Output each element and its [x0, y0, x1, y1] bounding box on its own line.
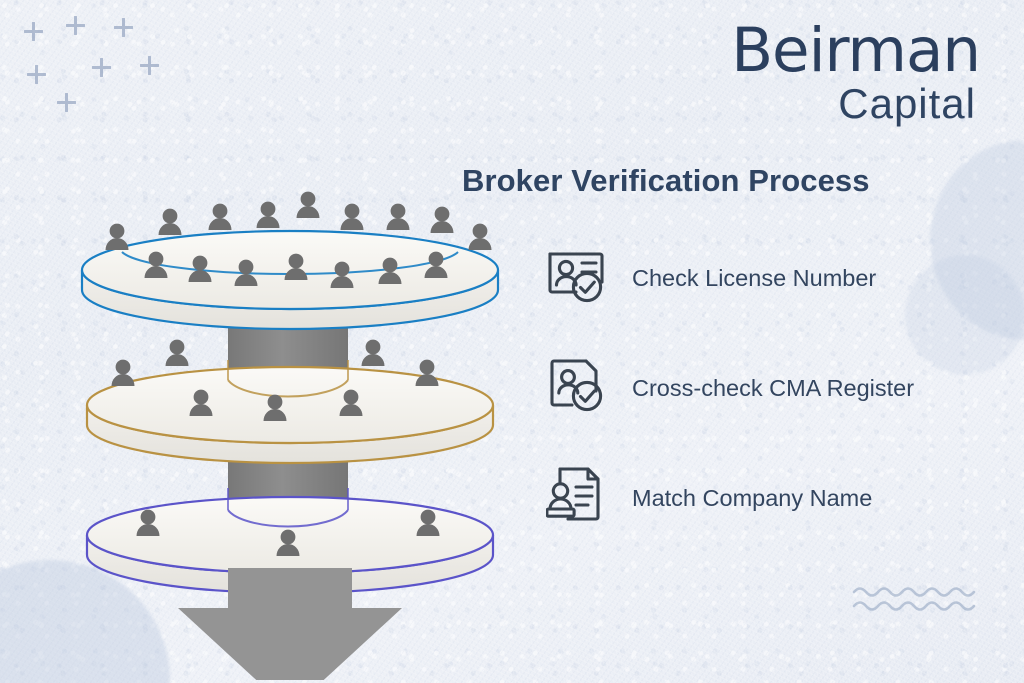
brand-subname: Capital — [838, 79, 976, 127]
step-item: Check License Number — [546, 240, 914, 316]
decorative-waves — [852, 587, 976, 611]
document-person-check-icon — [546, 357, 618, 420]
funnel-stage-license-verified — [85, 339, 495, 465]
step-item: Match Company Name — [545, 460, 914, 536]
document-person-icon — [545, 466, 618, 530]
id-card-check-icon — [546, 247, 618, 310]
step-label: Match Company Name — [632, 484, 873, 511]
funnel-diagram — [60, 180, 520, 683]
funnel-stage-all-brokers — [80, 191, 500, 331]
brand-name: Beirman — [731, 15, 981, 86]
brand-logo: Beirman Capital — [731, 15, 981, 127]
decorative-blob-right-small — [905, 255, 1024, 375]
step-label: Cross-check CMA Register — [632, 374, 915, 401]
page-title: Broker Verification Process — [462, 163, 870, 198]
funnel-svg — [80, 191, 500, 683]
funnel-arrow-down — [178, 568, 402, 683]
step-item: Cross-check CMA Register — [546, 350, 914, 426]
step-label: Check License Number — [632, 264, 877, 291]
verification-steps-list: Check License Number Cross-check CMA Reg… — [545, 240, 914, 570]
